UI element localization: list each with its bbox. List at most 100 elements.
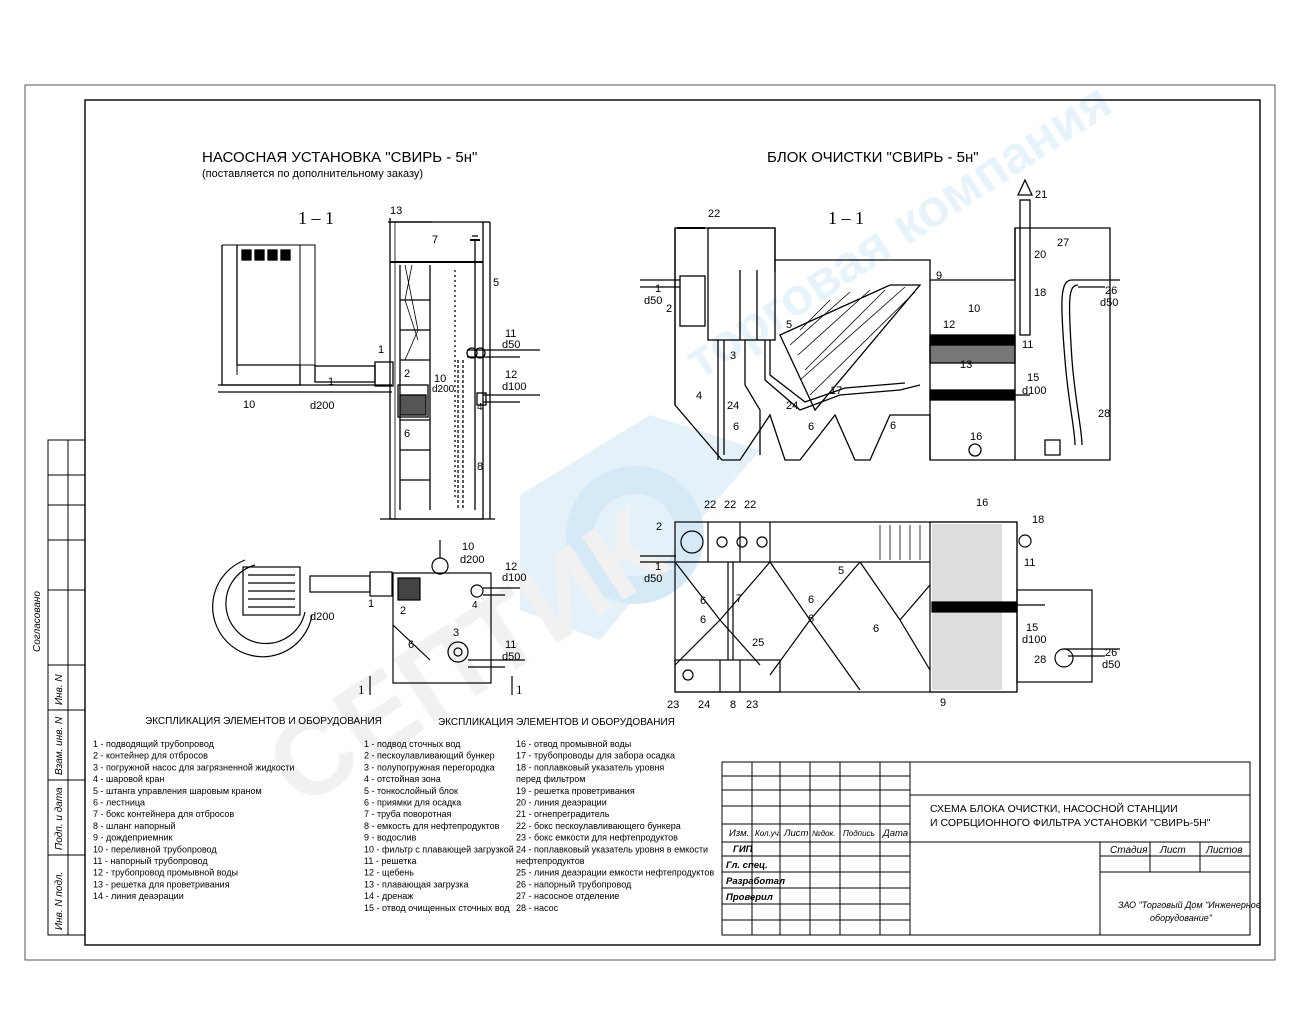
pump-subtitle: (поставляется по дополнительному заказу) [202,168,423,180]
watermark-logo-shape [520,415,760,640]
plan-label-22a: 22 [704,499,716,511]
block-label-22: 22 [708,208,720,220]
block-label-9: 9 [936,270,942,282]
plan-label-28: 28 [1034,654,1046,666]
block-label-4: 4 [696,390,702,402]
block-label-17: 17 [830,385,842,397]
block-label-27: 27 [1057,237,1069,249]
stamp-agreed: Согласовано [32,591,43,652]
block-explication-item2-10: нефтепродуктов [516,856,585,866]
block-label-21: 21 [1035,189,1047,201]
title-block-column-0: Изм. [729,828,749,839]
title-block-column-3: №док. [812,829,836,838]
block-label-6b: 6 [808,421,814,433]
sheets-label: Листов [1205,845,1242,856]
block-explication-item-6: 7 - труба поворотная [364,809,452,819]
block-plan-drawing [640,521,1120,693]
stamp-sign-date: Подп. и дата [54,787,65,850]
block-label-5: 5 [786,319,792,331]
block-explication-item-14: 15 - отвод очищенных сточных вод [364,903,510,913]
plan-label-7: 7 [736,593,742,605]
stage-label: Стадия [1110,845,1148,856]
stamp-inv-orig: Инв. N [54,674,65,705]
pump-plan-label-1: 1 [368,598,374,610]
pump-plan-label-6: 6 [408,639,414,651]
block-explication-item2-9: 24 - поплавковый указатель уровня в емко… [516,844,708,854]
pump-label-d100: d100 [502,381,526,393]
title-block-role-2: Разработал [726,876,785,887]
block-explication-item2-4: 19 - решетка проветривания [516,786,635,796]
plan-label-18: 18 [1032,514,1044,526]
pump-explication-item-1: 2 - контейнер для отбросов [93,751,208,761]
block-label-d50: d50 [644,295,662,307]
plan-label-d100: d100 [1022,634,1046,646]
pump-explication-item-6: 7 - бокс контейнера для отбросов [93,809,234,819]
company-line2: оборудование" [1150,913,1213,923]
plan-label-23a: 23 [667,699,679,711]
watermark-logo-ring [566,466,704,604]
plan-label-d50b: d50 [1102,659,1120,671]
pump-explication-item-2: 3 - погружной насос для загрязненной жид… [93,762,294,772]
block-label-20: 20 [1034,249,1046,261]
pump-plan-label-d100: d100 [502,572,526,584]
pump-explication-item-4: 5 - штанга управления шаровым краном [93,786,262,796]
block-explication-item-0: 1 - подвод сточных вод [364,739,461,749]
pump-label-5: 5 [493,277,499,289]
pump-label-11: 11 [505,328,516,340]
sheet-label: Лист [1159,845,1186,856]
pump-plan-label-d200b: d200 [310,611,334,623]
pump-section-drawing [218,218,540,520]
block-explication-item2-1: 17 - трубопроводы для забора осадка [516,751,675,761]
block-label-26: 26 [1105,285,1117,297]
block-label-11: 11 [1022,339,1033,351]
block-explication-item-10: 11 - решетка [364,856,417,866]
outer-frame [24,84,1276,961]
pump-cut-1-left: 1 [358,682,365,697]
title-block-grid [721,761,1251,936]
pump-explication-item-10: 11 - напорный трубопровод [93,856,208,866]
block-label-6a: 6 [733,421,739,433]
block-explication-item-13: 14 - дренаж [364,891,413,901]
block-explication-item2-14: 28 - насос [516,903,559,913]
block-label-1: 1 [655,283,661,295]
drawing-title-line2: И СОРБЦИОННОГО ФИЛЬТРА УСТАНОВКИ "СВИРЬ-… [930,817,1211,829]
block-explication-item2-12: 26 - напорный трубопровод [516,879,632,889]
pump-label-7: 7 [432,234,438,246]
plan-label-15: 15 [1026,622,1038,634]
block-explication-item-3: 4 - отстойная зона [364,774,441,784]
block-explication-item-1: 2 - пескоулавливающий бункер [364,751,495,761]
pump-explication-title: ЭКСПЛИКАЦИЯ ЭЛЕМЕНТОВ И ОБОРУДОВАНИЯ [145,716,382,727]
plan-label-1: 1 [655,561,661,573]
plan-label-24: 24 [698,699,710,711]
block-explication-item2-6: 21 - огнепреградитель [516,809,610,819]
pump-plan-drawing [212,540,525,695]
pump-plan-label-10: 10 [462,541,474,553]
block-label-24a: 24 [727,400,739,412]
watermark-text: торговая компания [675,72,1122,390]
side-stamp [47,439,86,936]
block-label-15: 15 [1027,372,1039,384]
block-explication-item2-11: 25 - линия деаэрации емкости нефтепродук… [516,868,714,878]
pump-plan-label-2: 2 [400,605,406,617]
block-label-10: 10 [968,303,980,315]
block-section-drawing [640,178,1120,461]
pump-label-2: 2 [404,368,410,380]
block-explication-item-7: 8 - емкость для нефтепродуктов [364,821,500,831]
block-label-2: 2 [666,303,672,315]
plan-label-5: 5 [838,565,844,577]
pump-label-13: 13 [390,205,402,217]
pump-label-10b: 10 [434,373,446,385]
block-explication-title: ЭКСПЛИКАЦИЯ ЭЛЕМЕНТОВ И ОБОРУДОВАНИЯ [438,717,675,728]
pump-explication-item-5: 6 - лестница [93,798,145,808]
block-explication-item2-2: 18 - поплавковый указатель уровня [516,762,664,772]
pump-explication-item-8: 9 - дождеприемник [93,833,173,843]
plan-label-6a: 6 [700,595,706,607]
title-block-role-0: ГИП [733,844,753,855]
block-title: БЛОК ОЧИСТКИ "СВИРЬ - 5н" [767,149,979,166]
plan-label-6d: 6 [808,613,814,625]
title-block-column-2: Лист [783,828,809,839]
pump-label-6: 6 [404,428,410,440]
